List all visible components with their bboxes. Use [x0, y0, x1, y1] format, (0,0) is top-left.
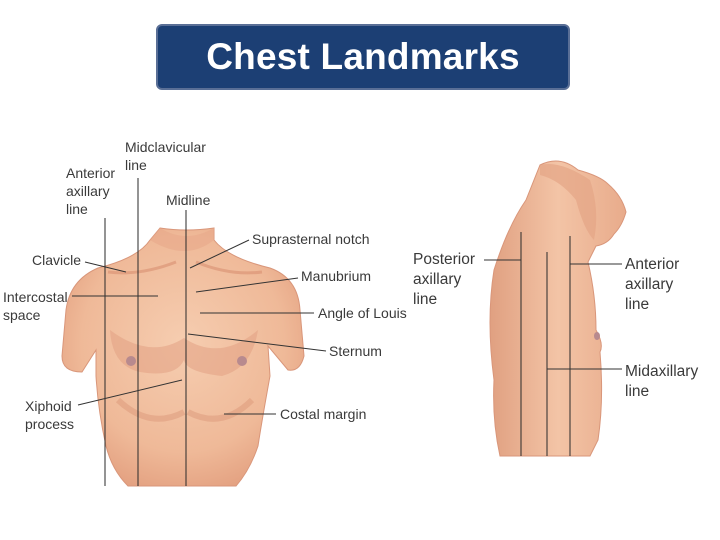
leader-manubrium: [195, 277, 299, 293]
side-nipple: [594, 332, 600, 340]
front-nipple-right: [237, 356, 247, 366]
label-side-anterior-axillary-line-3: line: [625, 296, 649, 313]
leader-sternum: [187, 333, 327, 352]
label-anterior-axillary-line-3: line: [66, 201, 88, 217]
label-intercostal-space-1: Intercostal: [3, 289, 68, 305]
label-midclavicular-line-2: line: [125, 157, 147, 173]
label-xiphoid-process-2: process: [25, 416, 74, 432]
side-arm-shading: [540, 164, 597, 240]
front-chest-shading: [110, 330, 258, 376]
label-suprasternal-notch: Suprasternal notch: [252, 231, 370, 247]
front-costal-shade-left: [115, 397, 186, 422]
page-title: Chest Landmarks: [206, 36, 520, 77]
label-sternum: Sternum: [329, 343, 382, 359]
label-clavicle: Clavicle: [32, 252, 81, 268]
front-costal-shade-right: [186, 397, 255, 422]
front-clavicle-shade-right: [195, 260, 263, 275]
label-side-anterior-axillary-line-1: Anterior: [625, 256, 679, 273]
label-posterior-axillary-line-3: line: [413, 291, 437, 308]
label-side-anterior-axillary-line-2: axillary: [625, 276, 673, 293]
label-xiphoid-process-1: Xiphoid: [25, 398, 72, 414]
front-clavicle-shade-left: [107, 260, 177, 275]
front-torso: [61, 227, 305, 487]
label-costal-margin: Costal margin: [280, 406, 366, 422]
front-neck-shading: [150, 228, 214, 251]
label-posterior-axillary-line-1: Posterior: [413, 251, 475, 268]
side-torso: [489, 160, 627, 457]
side-torso-body: [489, 160, 627, 457]
label-anterior-axillary-line-1: Anterior: [66, 165, 115, 181]
label-angle-of-louis: Angle of Louis: [318, 305, 407, 321]
label-manubrium: Manubrium: [301, 268, 371, 284]
front-nipple-left: [126, 356, 136, 366]
label-midaxillary-line-1: Midaxillary: [625, 363, 698, 380]
leader-clavicle: [84, 261, 127, 273]
label-intercostal-space-2: space: [3, 307, 41, 323]
leader-xiphoid: [77, 379, 183, 406]
label-midline: Midline: [166, 192, 211, 208]
label-anterior-axillary-line-2: axillary: [66, 183, 110, 199]
label-midclavicular-line-1: Midclavicular: [125, 139, 206, 155]
label-posterior-axillary-line-2: axillary: [413, 271, 461, 288]
title-banner: Chest Landmarks: [156, 24, 570, 90]
leader-suprasternal: [189, 239, 250, 269]
label-midaxillary-line-2: line: [625, 383, 649, 400]
